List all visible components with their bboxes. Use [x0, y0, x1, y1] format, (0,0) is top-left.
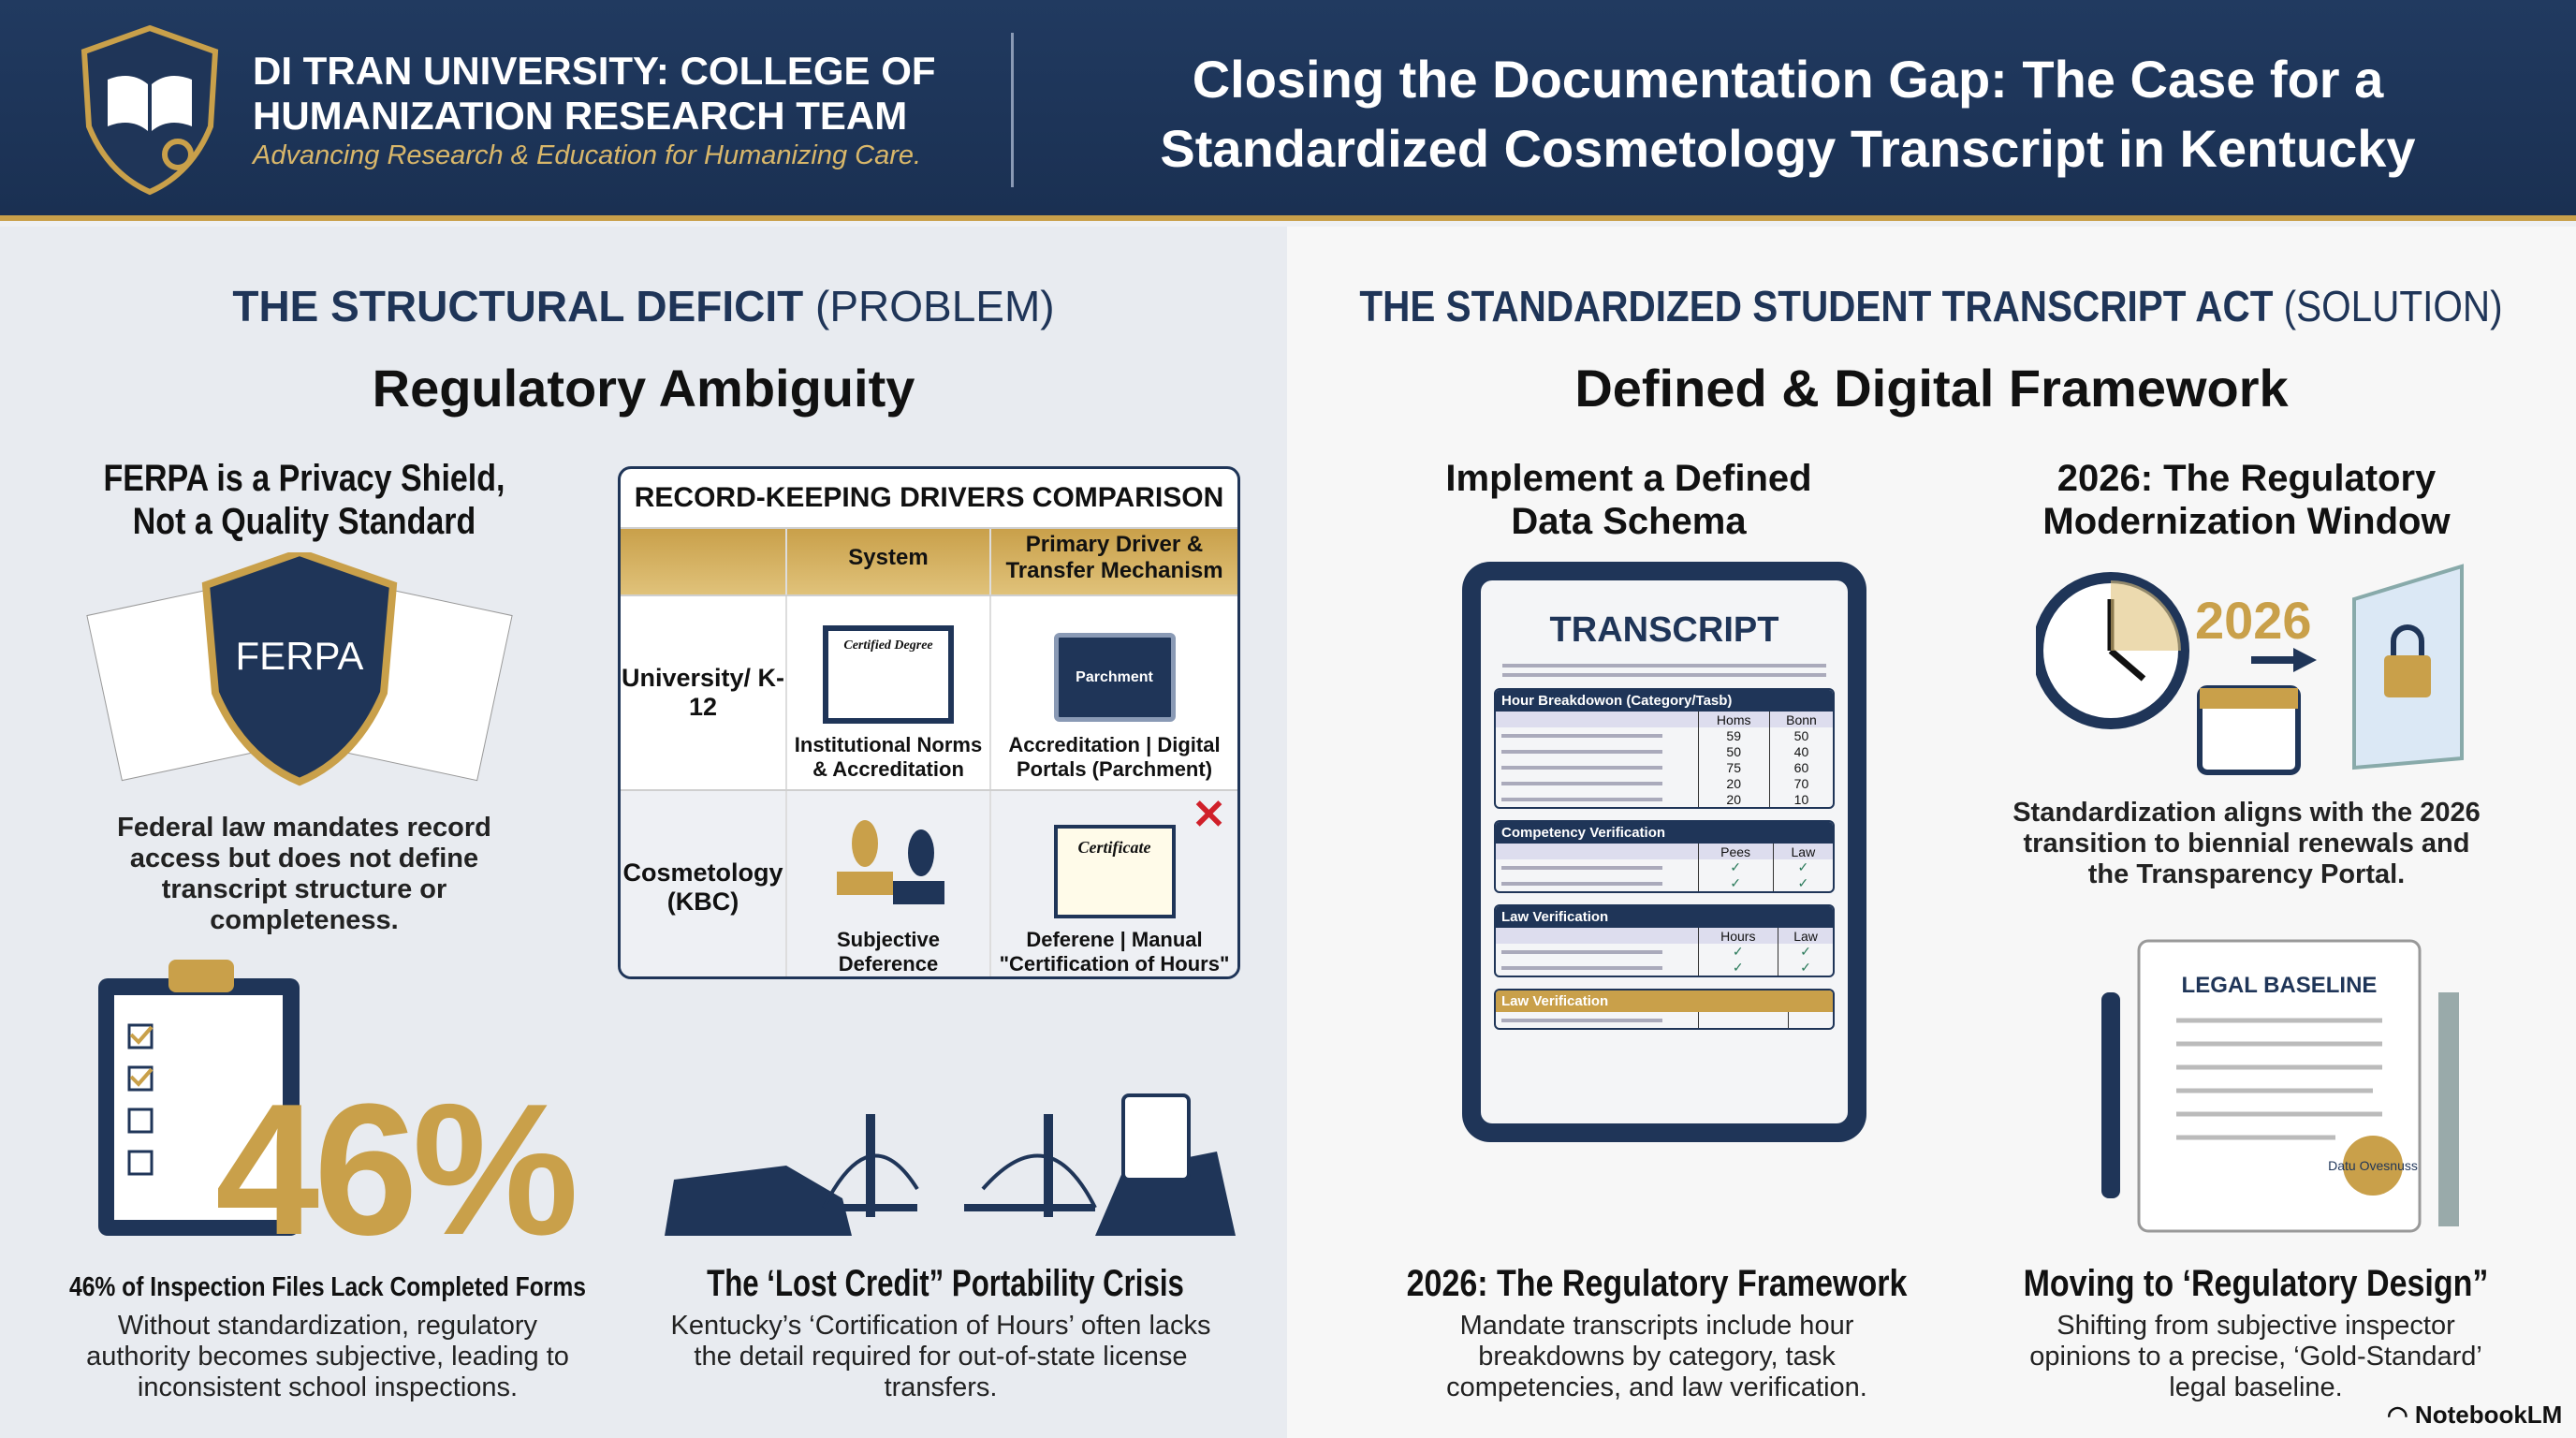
svg-text:LEGAL BASELINE: LEGAL BASELINE — [2182, 973, 2378, 998]
table-header-row: System Primary Driver & Transfer Mechanis… — [621, 527, 1237, 594]
svg-text:Datu Ovesnuss: Datu Ovesnuss — [2328, 1158, 2418, 1173]
problem-section-heading: THE STRUCTURAL DEFICIT (PROBLEM) — [232, 282, 1055, 330]
stat-caption: 46% of Inspection Files Lack Completed F… — [68, 1272, 587, 1302]
svg-text:FERPA: FERPA — [236, 634, 364, 678]
divider — [1011, 33, 1014, 187]
notebooklm-logo-icon: ◠ — [2387, 1401, 2415, 1429]
row-label: Cosmetology (KBC) — [621, 791, 787, 976]
clipboard-checklist-icon — [98, 960, 300, 1236]
rubber-stamps-icon — [837, 820, 944, 904]
legal-baseline-document-icon: Datu Ovesnuss LEGAL BASELINE — [2101, 939, 2459, 1233]
certificate-icon: Certificate — [1053, 825, 1176, 918]
stat-body: Without standardization, regulatory auth… — [86, 1311, 569, 1402]
framework-title: 2026: The Regulatory Framework — [1406, 1263, 1908, 1304]
system-cell: Subjective Deference — [787, 791, 991, 976]
header-cell — [621, 529, 787, 594]
window-body: Standardization aligns with the 2026 tra… — [2012, 798, 2481, 889]
table-row: Cosmetology (KBC) Subjective Deference ✕… — [621, 789, 1237, 976]
design-body: Shifting from subjective inspector opini… — [2029, 1311, 2482, 1402]
ferpa-title: FERPA is a Privacy Shield,Not a Quality … — [103, 458, 505, 542]
transcript-tablet: TRANSCRIPT Hour Breakdowon (Category/Tas… — [1462, 562, 1866, 1142]
solution-section-heading: THE STANDARDIZED STUDENT TRANSCRIPT ACT … — [1359, 282, 2503, 330]
laptop-icon: Parchment — [1053, 633, 1176, 722]
portability-title: The ‘Lost Credit” Portability Crisis — [707, 1263, 1184, 1304]
comparison-table: RECORD-KEEPING DRIVERS COMPARISON System… — [618, 466, 1240, 979]
x-mark-icon: ✕ — [1192, 792, 1226, 838]
header-cell: Primary Driver & Transfer Mechanism — [1005, 532, 1223, 583]
framework-body: Mandate transcripts include hour breakdo… — [1446, 1311, 1867, 1402]
header-cell: System — [787, 529, 991, 594]
year-label: 2026 — [2195, 591, 2312, 650]
law-verification-block-2: Law Verification — [1494, 989, 1835, 1030]
problem-subtitle: Regulatory Ambiguity — [372, 359, 915, 418]
university-shield-logo-icon — [80, 24, 219, 196]
design-title: Moving to ‘Regulatory Design” — [2023, 1263, 2489, 1304]
degree-certificate-icon: Certified Degree — [823, 625, 954, 724]
page-title: Closing the Documentation Gap: The Case … — [1160, 50, 2416, 178]
tagline: Advancing Research & Education for Human… — [253, 140, 922, 170]
stat-value: 46% — [215, 1065, 578, 1274]
ferpa-shield-icon: FERPA — [86, 552, 513, 786]
broken-bridge-illustration-icon — [665, 1093, 1236, 1236]
ferpa-body: Federal law mandates record access but d… — [117, 813, 491, 935]
table-title: RECORD-KEEPING DRIVERS COMPARISON — [634, 482, 1224, 513]
notebooklm-brand: ◠ NotebookLM — [2387, 1401, 2563, 1429]
clock-calendar-lock-icon — [2036, 564, 2464, 775]
portability-body: Kentucky’s ‘Cortification of Hours’ ofte… — [670, 1311, 1211, 1402]
solution-subtitle: Defined & Digital Framework — [1574, 359, 2289, 418]
row-label: University/ K-12 — [621, 596, 787, 789]
transcript-title: TRANSCRIPT — [1549, 610, 1779, 650]
